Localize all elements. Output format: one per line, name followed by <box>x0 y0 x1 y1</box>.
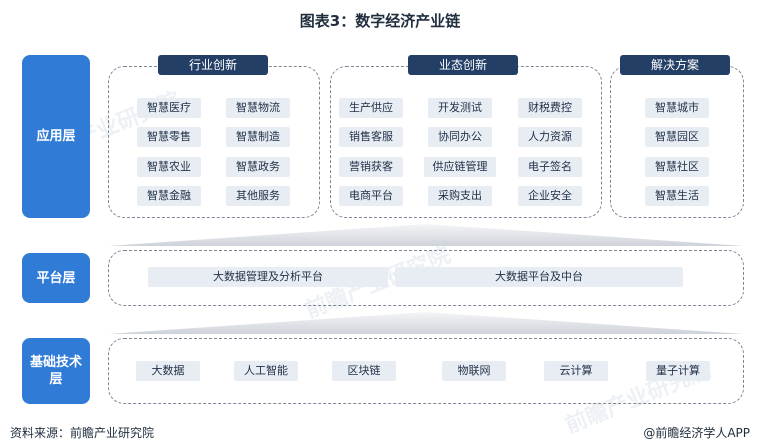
app-item: 智慧金融 <box>137 186 201 206</box>
app-item: 智慧园区 <box>645 127 709 147</box>
infrastructure-item: 物联网 <box>442 361 506 381</box>
platform-box <box>108 250 744 306</box>
app-item: 智慧城市 <box>645 98 709 118</box>
layer-connector <box>108 312 744 334</box>
app-item: 协同办公 <box>428 127 492 147</box>
app-item: 采购支出 <box>428 186 492 206</box>
layer-label-infrastructure: 基础技术层 <box>22 338 90 404</box>
platform-item: 大数据管理及分析平台 <box>148 267 388 287</box>
app-item: 生产供应 <box>339 98 403 118</box>
app-item: 供应链管理 <box>424 157 496 177</box>
app-item: 智慧政务 <box>226 157 290 177</box>
app-item: 智慧生活 <box>645 186 709 206</box>
app-item: 智慧医疗 <box>137 98 201 118</box>
app-item: 开发测试 <box>428 98 492 118</box>
infrastructure-item: 云计算 <box>544 361 608 381</box>
app-item: 电商平台 <box>339 186 403 206</box>
group-title-industry: 行业创新 <box>158 55 268 75</box>
app-item: 电子签名 <box>518 157 582 177</box>
group-title-solutions: 解决方案 <box>620 55 730 75</box>
app-item: 营销获客 <box>339 157 403 177</box>
app-item: 智慧物流 <box>226 98 290 118</box>
infrastructure-item: 区块链 <box>332 361 396 381</box>
group-title-business: 业态创新 <box>408 55 518 75</box>
app-item: 智慧零售 <box>137 127 201 147</box>
layer-label-platform: 平台层 <box>22 253 90 303</box>
brand-credit: @前瞻经济学人APP <box>643 426 750 440</box>
infrastructure-item: 大数据 <box>136 361 200 381</box>
app-item: 人力资源 <box>518 127 582 147</box>
infrastructure-item: 量子计算 <box>646 361 710 381</box>
figure-title: 图表3：数字经济产业链 <box>299 12 461 30</box>
infrastructure-box <box>108 338 744 404</box>
app-item: 智慧社区 <box>645 157 709 177</box>
app-item: 企业安全 <box>518 186 582 206</box>
app-item: 财税费控 <box>518 98 582 118</box>
app-item: 智慧农业 <box>137 157 201 177</box>
infrastructure-item: 人工智能 <box>234 361 298 381</box>
app-item: 智慧制造 <box>226 127 290 147</box>
app-item: 销售客服 <box>339 127 403 147</box>
platform-item: 大数据平台及中台 <box>395 267 683 287</box>
source-note: 资料来源：前瞻产业研究院 <box>10 426 155 440</box>
layer-label-application: 应用层 <box>22 55 90 218</box>
app-item: 其他服务 <box>226 186 290 206</box>
layer-connector <box>108 224 744 246</box>
